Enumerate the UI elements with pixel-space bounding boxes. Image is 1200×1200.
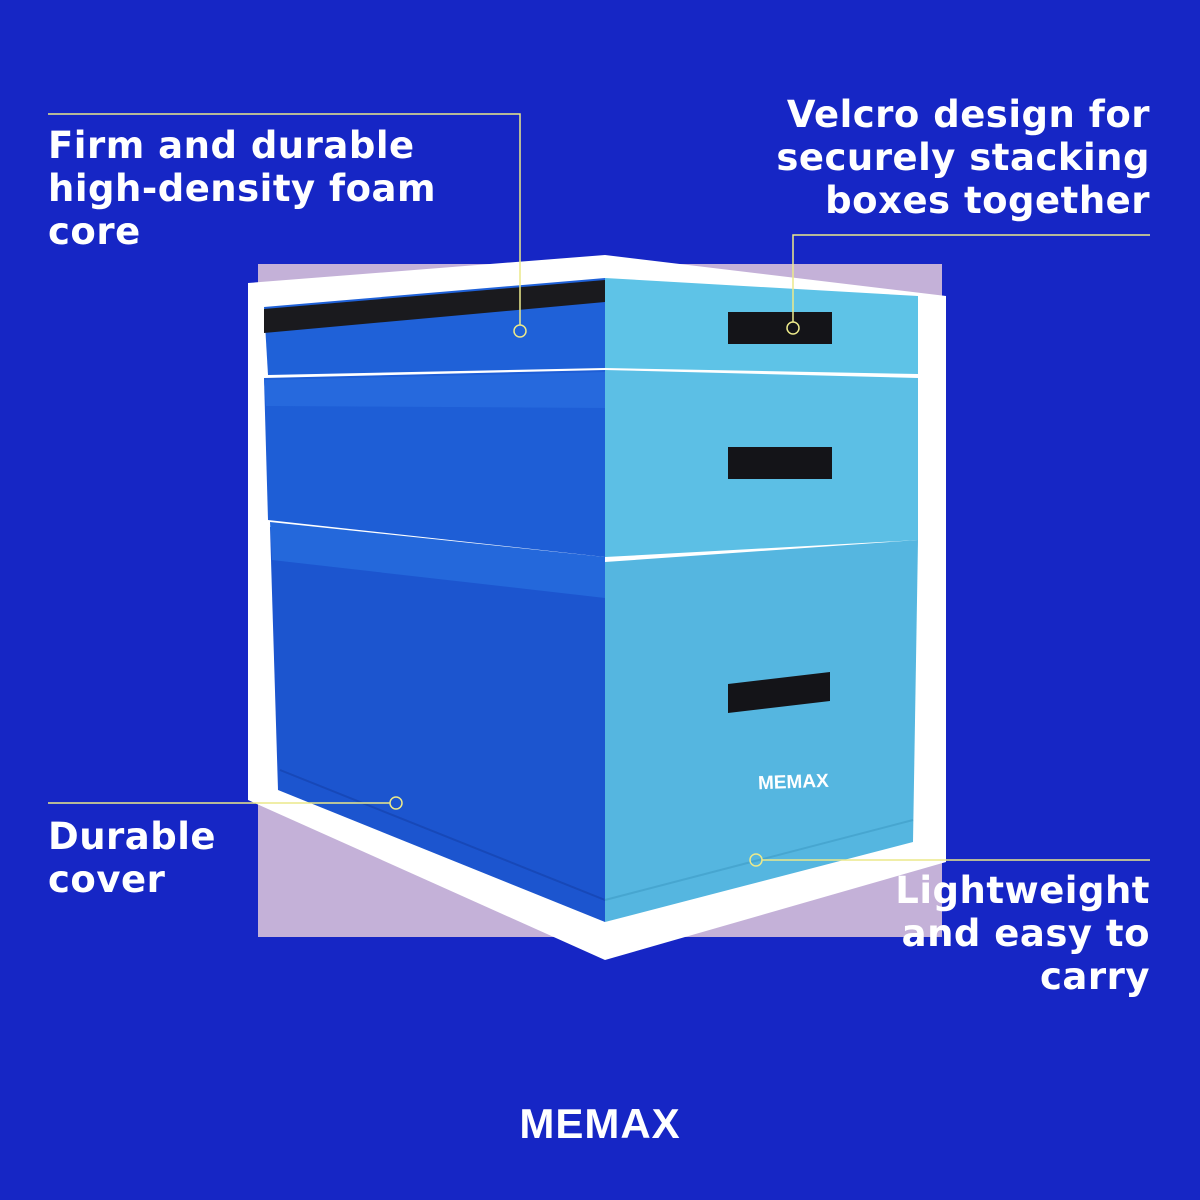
callout-cover: Durable cover [48,815,216,901]
callout-dot-lightweight [749,853,763,867]
callout-dot-foam [513,324,527,338]
callout-text: carry [1039,955,1150,998]
handle-bottom [728,672,830,713]
bottom-box-front [605,540,918,922]
callout-dot-velcro [786,321,800,335]
callout-text: Lightweight [895,869,1150,912]
callout-text: core [48,210,141,253]
callout-text: Firm and durable [48,124,415,167]
callout-line-velcro [792,234,1150,322]
callout-lightweight: Lightweight and easy to carry [895,869,1150,998]
middle-box-flap [264,372,605,408]
callout-velcro: Velcro design for securely stacking boxe… [776,93,1150,222]
bottom-box-side [270,527,605,922]
brand-logo: MEMAX [519,1100,681,1147]
callout-line-foam [48,113,521,325]
callout-text: high-density foam [48,167,437,210]
callout-text: Velcro design for [786,93,1150,136]
middle-box-side [264,370,605,557]
callout-text: cover [48,858,166,901]
callout-dot-cover [389,796,403,810]
handle-middle [728,447,832,479]
callout-text: securely stacking [776,136,1150,179]
handle-top [728,312,832,344]
callout-text: boxes together [825,179,1150,222]
callout-foam-core: Firm and durable high-density foam core [48,124,436,253]
callout-text: and easy to [901,912,1150,955]
bottom-box-flap [270,522,605,598]
callout-text: Durable [48,815,217,858]
box-logo: MEMAX [757,770,830,795]
